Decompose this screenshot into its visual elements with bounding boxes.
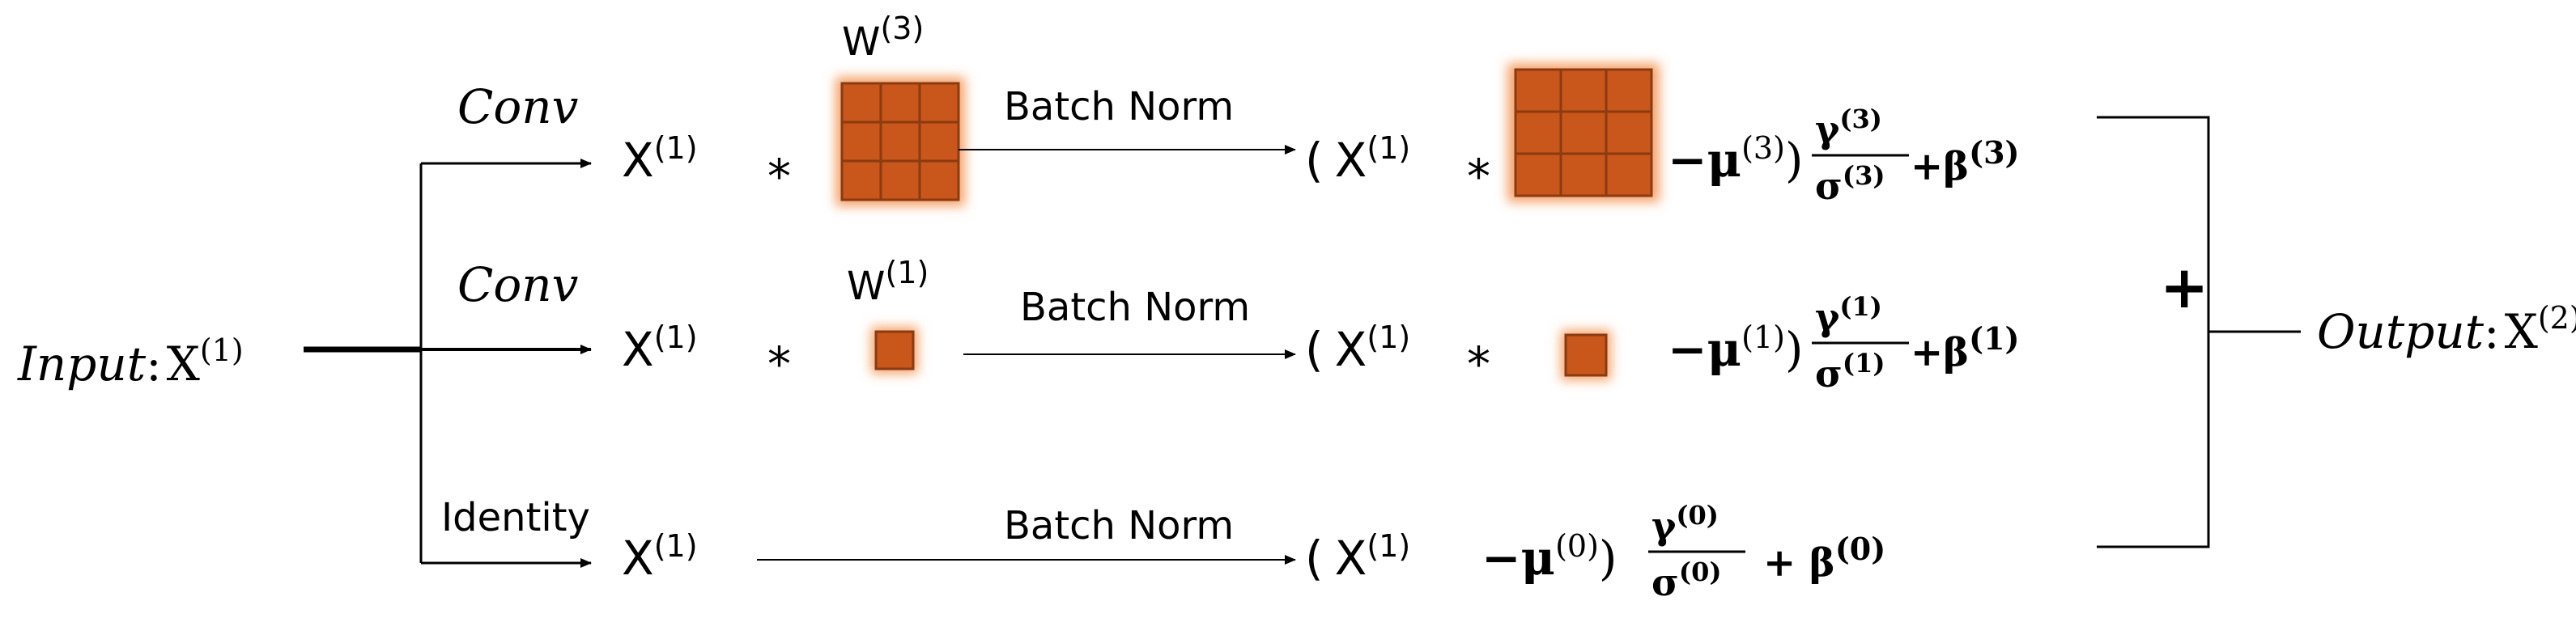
kernel-1x1-right (1561, 330, 1611, 380)
mu-term-conv3: −μ(3)) (1668, 130, 1804, 188)
output-label: Output:X(2) (2317, 300, 2576, 359)
conv-star-conv1: * (767, 337, 791, 392)
res-star-conv1: * (1467, 337, 1490, 392)
bn-label-identity: Batch Norm (1004, 503, 1234, 548)
fraction-conv3: γ(3) σ(3) (1812, 104, 1909, 208)
merge-bracket (2097, 116, 2301, 548)
beta-term-identity: + β(0) (1763, 531, 1885, 586)
svg-text:γ(1): γ(1) (1815, 291, 1882, 339)
beta-term-conv1: +β(1) (1911, 320, 2020, 375)
input-var-conv1: X(1) (622, 320, 698, 377)
fraction-conv1: γ(1) σ(1) (1812, 291, 1909, 396)
op-label-conv3: Conv (457, 79, 579, 134)
input-connector (304, 159, 592, 568)
mu-term-identity: −μ(0)) (1481, 528, 1617, 586)
weight-label-w1: W(1) (847, 255, 929, 309)
svg-text:σ(1): σ(1) (1815, 348, 1885, 396)
res-star-conv3: * (1467, 149, 1490, 204)
kernel-3x3-right (1507, 63, 1660, 202)
weight-label-w3: W(3) (842, 11, 924, 65)
svg-text:γ(3): γ(3) (1815, 104, 1882, 151)
svg-text:Output:X(2): Output:X(2) (2317, 300, 2576, 359)
op-label-identity: Identity (441, 495, 590, 540)
input-var-conv3: X(1) (622, 130, 698, 188)
svg-text:γ(0): γ(0) (1651, 500, 1719, 548)
conv-star-conv3: * (767, 149, 791, 204)
bn-label-conv3: Batch Norm (1004, 84, 1234, 129)
input-var-identity: X(1) (622, 528, 698, 586)
formula-open-identity: (X(1) (1305, 528, 1410, 586)
branch-conv3: Conv X(1) * W(3) Batch Norm (X(1) * (457, 11, 2020, 208)
bn-label-conv1: Batch Norm (1020, 285, 1250, 330)
kernel-1x1-left (871, 327, 918, 374)
op-label-conv1: Conv (457, 257, 579, 312)
sum-plus-sign: + (2160, 253, 2208, 321)
svg-text:σ(3): σ(3) (1815, 160, 1885, 208)
svg-text:σ(0): σ(0) (1651, 557, 1721, 604)
fraction-identity: γ(0) σ(0) (1648, 500, 1745, 604)
formula-open-conv3: (X(1) (1305, 130, 1410, 188)
input-label: Input:X(1) (17, 332, 244, 392)
svg-text:Input:X(1): Input:X(1) (17, 332, 244, 392)
kernel-3x3-left (835, 77, 965, 206)
branch-identity: Identity X(1) Batch Norm (X(1) −μ(0)) γ(… (441, 495, 1885, 604)
branch-conv1: Conv X(1) * W(1) Batch Norm (X(1) * −μ(1… (457, 255, 2020, 396)
formula-open-conv1: (X(1) (1305, 320, 1410, 377)
beta-term-conv3: +β(3) (1911, 134, 2020, 189)
mu-term-conv1: −μ(1)) (1668, 320, 1804, 377)
